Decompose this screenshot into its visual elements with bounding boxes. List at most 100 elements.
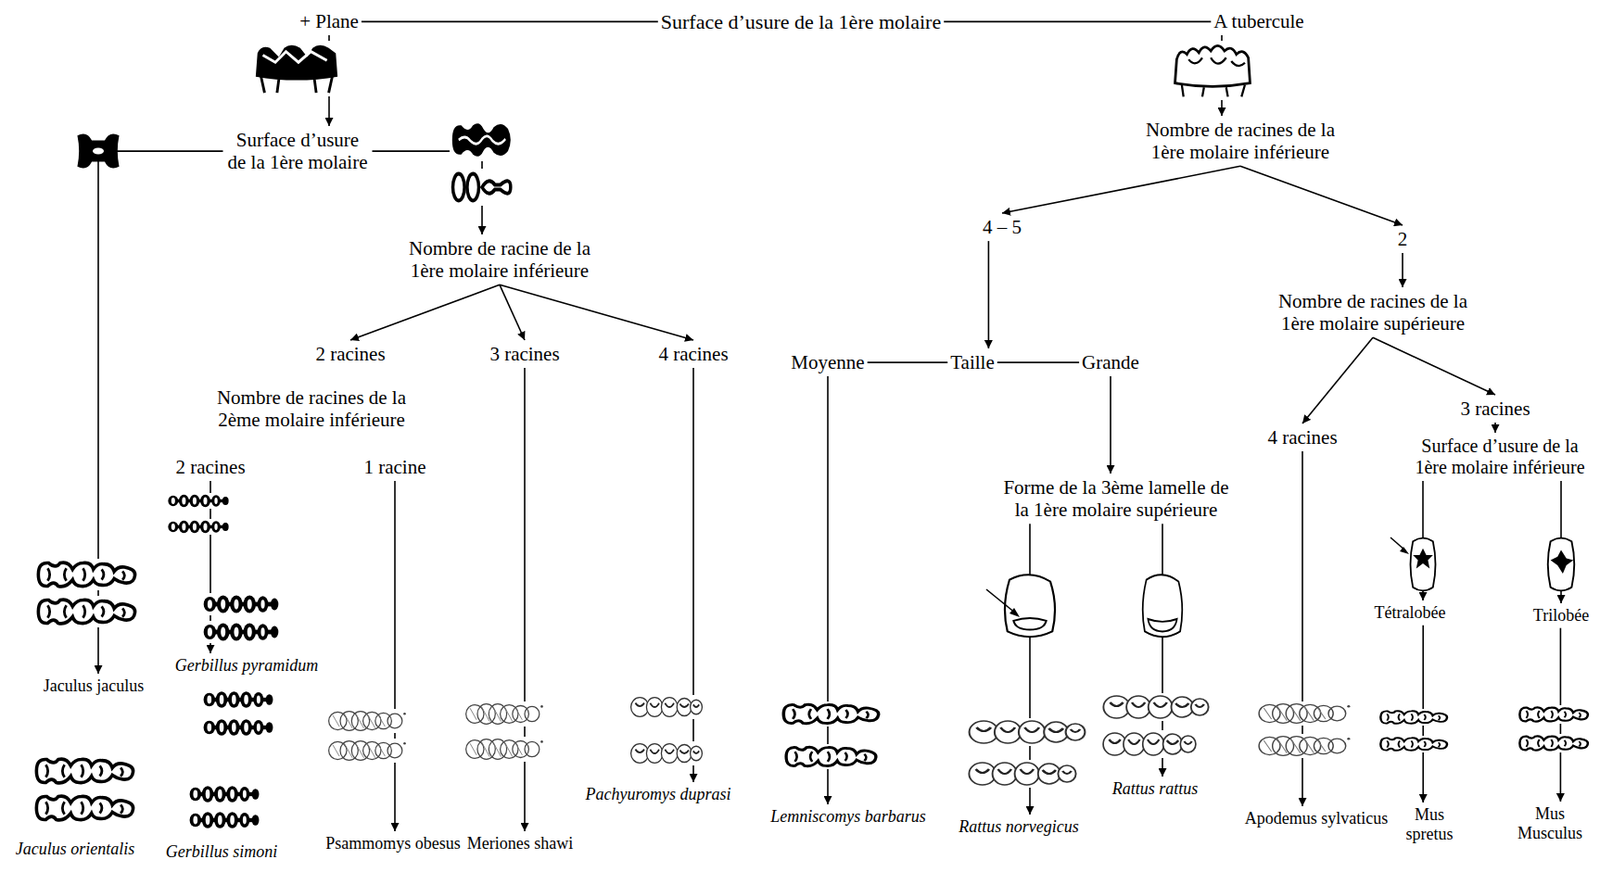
key-node: + Plane (296, 7, 362, 36)
key-node: 3 racines (1457, 394, 1533, 423)
pointer-head (1009, 608, 1020, 618)
molar-row (188, 810, 261, 831)
molar-row (780, 701, 883, 727)
pointer-head (1399, 546, 1410, 555)
key-node: Jaculus orientalis (12, 837, 139, 863)
key-node: Apodemus sylvaticus (1242, 806, 1392, 832)
molar-row (33, 792, 138, 825)
molar-row (1517, 734, 1591, 753)
molar-row (1256, 701, 1353, 726)
key-text: Mus spretus (1400, 805, 1459, 844)
key-text: 1 racine (363, 456, 426, 479)
key-connector (499, 284, 525, 341)
key-connector (867, 361, 949, 364)
key-node: Jaculus jaculus (40, 673, 147, 699)
key-text: Gerbillus simoni (165, 842, 279, 863)
key-text: 4 – 5 (982, 215, 1022, 239)
key-text: Rattus norvegicus (958, 817, 1079, 838)
occlusal-hourglass (76, 134, 119, 169)
key-text: Lemniscomys barbarus (770, 807, 927, 827)
key-node: Gerbillus simoni (163, 839, 281, 865)
key-text: Trilobée (1533, 606, 1589, 626)
molar-row (166, 519, 230, 535)
key-connector (1002, 165, 1241, 214)
key-node: 4 racines (655, 340, 731, 369)
key-node: Nombre de racines de la 1ère molaire sup… (1270, 287, 1475, 338)
key-text: 3 racines (1460, 397, 1530, 420)
key-text: Rattus rattus (1112, 779, 1199, 800)
key-node: 1 racine (360, 453, 429, 482)
key-connector (1401, 253, 1404, 288)
key-text: Grande (1081, 351, 1140, 374)
key-node: Psammomys obesus (322, 831, 464, 857)
key-text: Taille (950, 351, 995, 374)
key-node: 2 racines (172, 453, 248, 482)
key-node: Meriones shawi (464, 831, 576, 857)
key-text: Meriones shawi (467, 834, 573, 854)
key-connector (988, 241, 991, 349)
key-connector (1494, 422, 1497, 433)
key-node: Grande (1079, 348, 1143, 377)
key-connector (997, 361, 1080, 364)
molar-row (783, 744, 880, 770)
key-node: Lemniscomys barbarus (767, 804, 929, 830)
key-connector (826, 376, 829, 805)
key-node: Taille (947, 348, 998, 377)
molar-row (629, 695, 704, 720)
key-text: Jaculus orientalis (15, 839, 136, 860)
key-node: Tétralobée (1371, 600, 1449, 626)
molar-row (1256, 734, 1353, 759)
molar-row (629, 741, 704, 766)
key-text: Mus Musculus (1511, 804, 1588, 843)
key-connector (1240, 165, 1403, 226)
key-node: Rattus rattus (1109, 776, 1202, 802)
key-node: Surface d’usure de la 1ère molaire (223, 126, 373, 177)
key-text: Tétralobée (1374, 603, 1447, 623)
key-node: Mus spretus (1397, 802, 1461, 847)
key-text: 4 racines (1267, 426, 1337, 449)
molar-crown-tubercle (1169, 40, 1256, 101)
tetralobe-shape (1410, 538, 1436, 592)
molar-row (966, 760, 1079, 788)
molar-row (326, 738, 408, 763)
key-connector (943, 21, 1211, 24)
key-node: Gerbillus pyramidum (172, 653, 322, 679)
molar-row (202, 621, 280, 644)
occlusal-zigzag (449, 118, 515, 162)
lamella-shape (1004, 574, 1055, 637)
key-connector (1109, 376, 1112, 474)
molar-row (166, 493, 230, 509)
key-node: Surface d’usure de la 1ère molaire (658, 7, 944, 37)
molar-row (463, 736, 546, 762)
key-text: 3 racines (489, 342, 559, 366)
key-node: 3 racines (486, 340, 562, 369)
key-node: 4 – 5 (979, 213, 1025, 242)
key-node: 4 racines (1264, 423, 1340, 452)
key-text: Gerbillus pyramidum (175, 656, 319, 676)
molar-row (1378, 709, 1450, 726)
key-text: Moyenne (790, 351, 864, 374)
key-node: Nombre de racine de la 1ère molaire infé… (398, 234, 601, 285)
molar-row (1378, 736, 1450, 753)
molar-row (202, 689, 275, 711)
molar-row (1517, 705, 1591, 724)
key-node: A tubercule (1210, 7, 1307, 36)
key-text: Apodemus sylvaticus (1244, 809, 1389, 829)
molar-crown-flat (252, 40, 342, 97)
molar-row (202, 717, 275, 738)
key-text: Surface d’usure de la 1ère molaire infér… (1409, 435, 1590, 479)
key-text: 2 racines (175, 456, 245, 479)
key-text: Forme de la 3ème lamelle de la 1ère mola… (1002, 476, 1231, 521)
key-text: Nombre de racines de la 1ère molaire inf… (1141, 118, 1340, 164)
molar-row (35, 596, 140, 628)
key-node: Rattus norvegicus (955, 814, 1081, 840)
molar-row (966, 718, 1088, 747)
key-node: 2 racines (312, 340, 388, 369)
key-text: Psammomys obesus (325, 834, 461, 854)
key-text: + Plane (299, 10, 359, 33)
key-text: Nombre de racines de la 1ère molaire sup… (1273, 290, 1473, 335)
occlusal-loops (449, 168, 515, 206)
key-text: 2 (1397, 228, 1409, 251)
molar-row (188, 784, 261, 805)
key-text: 2 racines (315, 342, 385, 366)
